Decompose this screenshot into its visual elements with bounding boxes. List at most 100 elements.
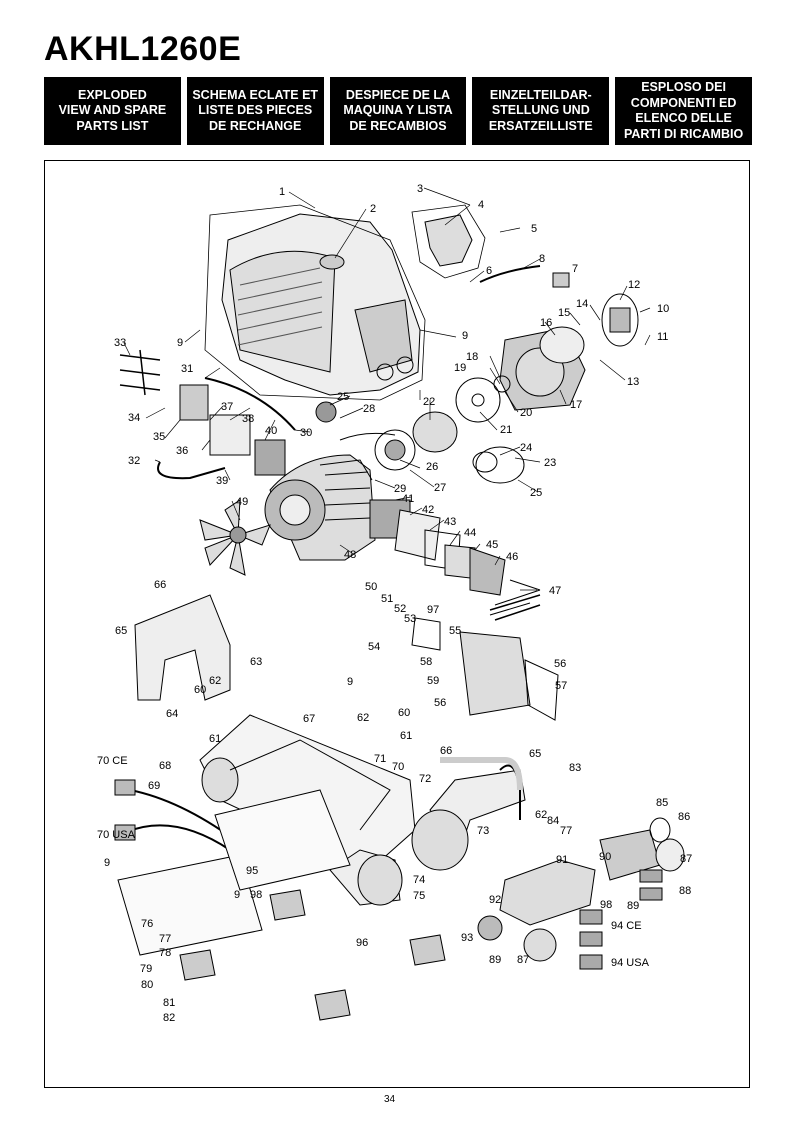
callout-66b: 66 (440, 745, 452, 757)
callout-62b: 62 (357, 712, 369, 724)
callout-36: 36 (176, 445, 188, 457)
callout-9d: 9 (104, 857, 110, 869)
callout-32: 32 (128, 455, 140, 467)
callout-78: 78 (159, 947, 171, 959)
callout-10: 10 (657, 303, 669, 315)
callout-90: 90 (599, 851, 611, 863)
callout-3: 3 (417, 183, 423, 195)
callout-41: 41 (402, 493, 414, 505)
callout-85: 85 (656, 797, 668, 809)
callout-31: 31 (181, 363, 193, 375)
callout-23: 23 (544, 457, 556, 469)
callout-82: 82 (163, 1012, 175, 1024)
language-header-row: EXPLODED VIEW AND SPARE PARTS LIST SCHEM… (44, 77, 752, 145)
header-tab-italian: ESPLOSO DEI COMPONENTI ED ELENCO DELLE P… (615, 77, 752, 145)
callout-75: 75 (413, 890, 425, 902)
callout-87a: 87 (680, 853, 692, 865)
callout-98b: 98 (600, 899, 612, 911)
callout-40: 40 (265, 425, 277, 437)
callout-55: 55 (449, 625, 461, 637)
callout-42: 42 (422, 504, 434, 516)
callout-1: 1 (279, 186, 285, 198)
callout-33: 33 (114, 337, 126, 349)
callout-37: 37 (221, 401, 233, 413)
callout-24: 24 (520, 442, 532, 454)
callout-13: 13 (627, 376, 639, 388)
callout-84: 84 (547, 815, 559, 827)
callout-94ce: 94 CE (611, 920, 642, 932)
callout-18: 18 (466, 351, 478, 363)
callout-61a: 61 (209, 733, 221, 745)
callout-26: 26 (426, 461, 438, 473)
intake-cover-drawing (411, 204, 486, 279)
callout-50: 50 (365, 581, 377, 593)
callout-88: 88 (679, 885, 691, 897)
callout-25b: 25 (530, 487, 542, 499)
callout-19: 19 (454, 362, 466, 374)
callout-11: 11 (657, 331, 668, 343)
callout-77b: 77 (560, 825, 572, 837)
callout-61b: 61 (400, 730, 412, 742)
callout-43: 43 (444, 516, 456, 528)
cover-shroud-drawing (204, 204, 426, 401)
pump-head-drawing (477, 817, 685, 970)
callout-35: 35 (153, 431, 165, 443)
header-tab-english: EXPLODED VIEW AND SPARE PARTS LIST (44, 77, 181, 145)
callout-21: 21 (500, 424, 512, 436)
callout-70: 70 (392, 761, 404, 773)
callout-9a: 9 (177, 337, 183, 349)
callout-87b: 87 (517, 954, 529, 966)
callout-53: 53 (404, 613, 416, 625)
callout-4: 4 (478, 199, 484, 211)
callout-91: 91 (556, 854, 568, 866)
callout-5: 5 (531, 223, 537, 235)
motor-drawing (264, 454, 376, 561)
callout-59: 59 (427, 675, 439, 687)
callout-69: 69 (148, 780, 160, 792)
callout-7: 7 (572, 263, 578, 275)
callout-54: 54 (368, 641, 380, 653)
callout-48: 48 (344, 549, 356, 561)
callout-94usa: 94 USA (611, 957, 650, 969)
callout-74: 74 (413, 874, 425, 886)
page-number: 34 (384, 1094, 396, 1105)
callout-20: 20 (520, 407, 532, 419)
header-tab-german: EINZELTEILDAR- STELLUNG UND ERSATZEILLIS… (472, 77, 610, 145)
callout-28: 28 (363, 403, 375, 415)
callout-89a: 89 (627, 900, 639, 912)
callout-70usa: 70 USA (97, 829, 136, 841)
callout-62a: 62 (209, 675, 221, 687)
callout-44: 44 (464, 527, 476, 539)
callout-60b: 60 (398, 707, 410, 719)
page-title: AKHL1260E (44, 30, 242, 68)
callout-81: 81 (163, 997, 175, 1009)
callout-52: 52 (394, 603, 406, 615)
callout-76: 76 (141, 918, 153, 930)
callout-97: 97 (427, 604, 439, 616)
callout-65b: 65 (529, 748, 541, 760)
callout-72: 72 (419, 773, 431, 785)
callout-56b: 56 (434, 697, 446, 709)
callout-92: 92 (489, 894, 501, 906)
callout-8: 8 (539, 253, 545, 265)
callout-98a: 98 (250, 889, 262, 901)
callout-46: 46 (506, 551, 518, 563)
callout-93: 93 (461, 932, 473, 944)
callout-58: 58 (420, 656, 432, 668)
callout-45: 45 (486, 539, 498, 551)
callout-47: 47 (549, 585, 561, 597)
callout-38: 38 (242, 413, 254, 425)
callout-14: 14 (576, 298, 588, 310)
callout-73: 73 (477, 825, 489, 837)
callout-95: 95 (246, 865, 258, 877)
fan-drawing (199, 499, 271, 576)
callout-77a: 77 (159, 933, 171, 945)
diagram-frame (44, 160, 750, 1088)
callout-68: 68 (159, 760, 171, 772)
callout-30: 30 (300, 427, 312, 439)
callout-80: 80 (141, 979, 153, 991)
callout-16: 16 (540, 317, 552, 329)
callout-9b: 9 (462, 330, 468, 342)
callout-96: 96 (356, 937, 368, 949)
